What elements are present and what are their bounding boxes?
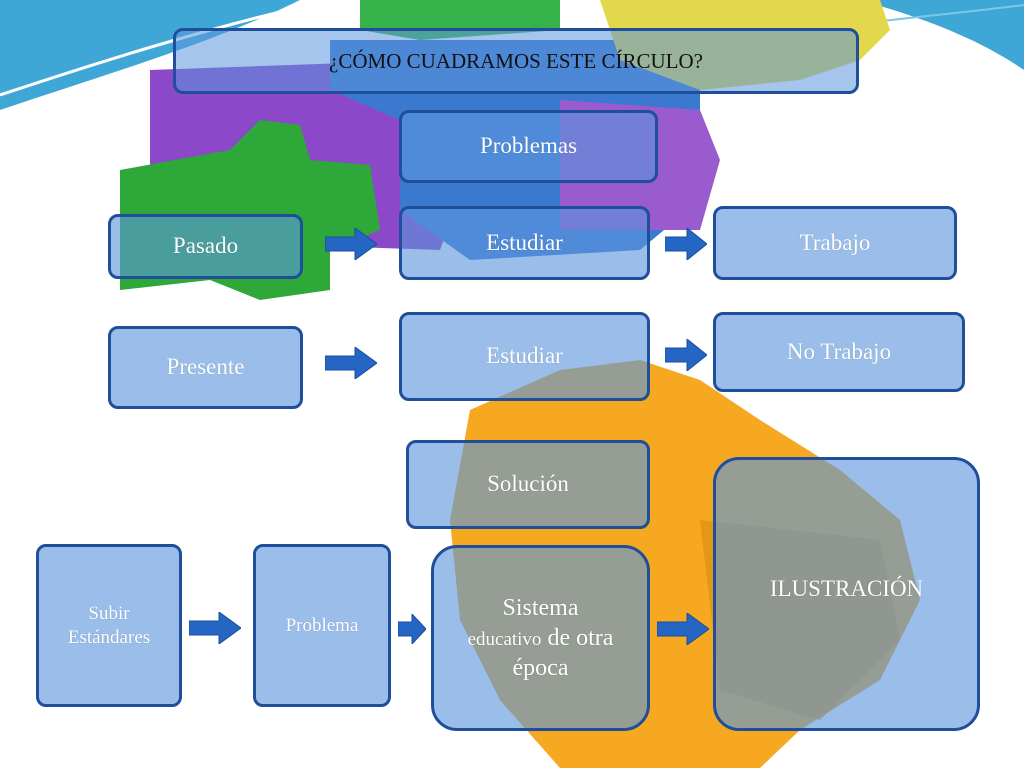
education-system-line3: época <box>512 655 569 681</box>
education-system-line2a: educativo <box>467 629 542 650</box>
solution-box: Solución <box>406 440 650 529</box>
past-study-box: Estudiar <box>399 206 650 280</box>
present-study-box: Estudiar <box>399 312 650 401</box>
page-title: ¿CÓMO CUADRAMOS ESTE CÍRCULO? <box>173 28 859 94</box>
arrow-right-icon <box>325 228 377 260</box>
arrow-right-icon <box>665 228 707 260</box>
present-box: Presente <box>108 326 303 409</box>
swoosh-top-right <box>860 0 1024 70</box>
past-box: Pasado <box>108 214 303 279</box>
arrow-right-icon <box>657 613 709 645</box>
swoosh-top-left-line <box>0 0 331 97</box>
arrow-right-icon <box>325 347 377 379</box>
present-no-work-box: No Trabajo <box>713 312 965 392</box>
illustration-box: ILUSTRACIÓN <box>713 457 980 731</box>
education-system-line2: educativo de otra <box>468 623 614 653</box>
arrow-right-icon <box>398 614 426 644</box>
education-system-line2b: de otra <box>541 625 614 651</box>
problems-box: Problemas <box>399 110 658 183</box>
past-work-box: Trabajo <box>713 206 957 280</box>
arrow-right-icon <box>189 612 241 644</box>
problem-box: Problema <box>253 544 391 707</box>
education-system-box: Sistema educativo de otra época <box>431 545 650 731</box>
raise-standards-box: Subir Estándares <box>36 544 182 707</box>
education-system-line1: Sistema <box>502 595 579 621</box>
arrow-right-icon <box>665 339 707 371</box>
